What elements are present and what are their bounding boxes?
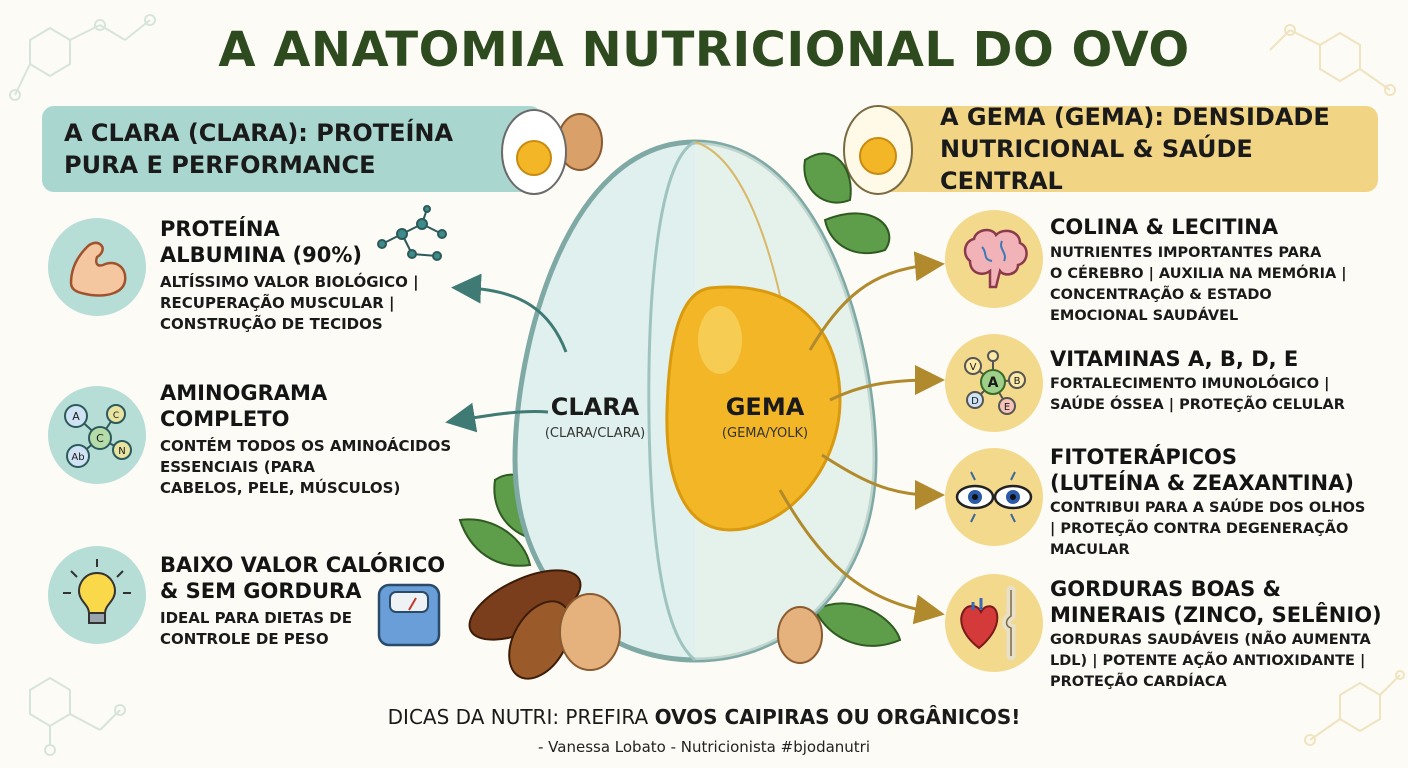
gema-label: GEMA — [725, 393, 805, 421]
vitamin-molecule-icon: V A B D E — [945, 334, 1043, 432]
molecule-decoration-top-right — [1269, 24, 1396, 96]
amino-molecule-icon: A C C Ab N — [48, 386, 146, 484]
author-signature: - Vanessa Lobato - Nutricionista #bjodan… — [537, 738, 871, 756]
molecule-decoration-top-left — [9, 14, 156, 101]
svg-text:B: B — [1014, 376, 1021, 387]
molecule-decoration-bottom-right — [1304, 670, 1405, 746]
feature-title-calorico: BAIXO VALOR CALÓRICO & SEM GORDURA — [160, 553, 446, 603]
feature-desc-fitoterapicos: CONTRIBUI PARA A SAÚDE DOS OLHOS | PROTE… — [1050, 500, 1366, 558]
svg-text:A: A — [988, 375, 999, 391]
svg-text:Ab: Ab — [71, 452, 84, 463]
svg-text:E: E — [1004, 402, 1010, 413]
feature-desc-colina: NUTRIENTES IMPORTANTES PARA O CÉREBRO | … — [1050, 245, 1347, 324]
brain-icon — [945, 210, 1043, 308]
svg-text:N: N — [118, 446, 125, 457]
eyes-icon — [945, 448, 1043, 546]
page-title: A ANATOMIA NUTRICIONAL DO OVO — [218, 22, 1190, 78]
protein-molecule-icon — [377, 205, 447, 261]
clara-label: CLARA — [550, 393, 640, 421]
lightbulb-icon — [48, 546, 146, 644]
halved-egg-icon-left — [501, 109, 603, 195]
molecule-decoration-bottom-left — [29, 676, 126, 756]
arrow-to-aminograma — [445, 402, 549, 433]
arrow-to-colina — [808, 251, 945, 351]
feature-title-vitaminas: VITAMINAS A, B, D, E — [1050, 347, 1299, 371]
arrow-to-vitaminas — [829, 365, 945, 402]
feature-desc-proteina: ALTÍSSIMO VALOR BIOLÓGICO | RECUPERAÇÃO … — [160, 273, 419, 333]
arrow-to-proteina — [451, 273, 568, 353]
clara-sublabel: (CLARA/CLARA) — [544, 426, 646, 441]
feature-title-aminograma: AMINOGRAMA COMPLETO — [160, 381, 328, 431]
feature-title-gorduras: GORDURAS BOAS & MINERAIS (ZINCO, SELÊNIO… — [1050, 577, 1382, 627]
svg-text:D: D — [971, 396, 979, 407]
feature-desc-vitaminas: FORTALECIMENTO IMUNOLÓGICO | SAÚDE ÓSSEA… — [1050, 376, 1345, 413]
clara-banner-line2: PURA E PERFORMANCE — [64, 151, 376, 179]
scale-icon — [377, 583, 441, 647]
svg-text:C: C — [96, 432, 104, 445]
heart-joint-icon — [945, 574, 1043, 672]
gema-banner-line2: NUTRICIONAL & SAÚDE CENTRAL — [940, 135, 1253, 195]
nutri-tip-prefix: DICAS DA NUTRI: PREFIRA — [387, 705, 655, 729]
clara-banner-line1: A CLARA (CLARA): PROTEÍNA — [64, 119, 454, 147]
feature-desc-aminograma: CONTÉM TODOS OS AMINOÁCIDOS ESSENCIAIS (… — [160, 437, 452, 497]
gema-banner-line1: A GEMA (GEMA): DENSIDADE — [940, 103, 1330, 131]
halved-egg-icon-right — [843, 105, 913, 195]
svg-text:A: A — [72, 410, 80, 423]
egg-diagram — [458, 139, 902, 680]
gema-banner: A GEMA (GEMA): DENSIDADE NUTRICIONAL & S… — [870, 103, 1378, 195]
brown-egg-icon — [559, 593, 621, 671]
feature-title-fitoterapicos: FITOTERÁPICOS (LUTEÍNA & ZEAXANTINA) — [1050, 445, 1354, 495]
arrow-to-gorduras — [778, 489, 945, 625]
brown-egg-icon-small — [777, 606, 823, 664]
gema-sublabel: (GEMA/YOLK) — [721, 426, 809, 441]
feature-desc-calorico: IDEAL PARA DIETAS DE CONTROLE DE PESO — [160, 609, 352, 648]
feature-title-proteina: PROTEÍNA ALBUMINA (90%) — [160, 217, 363, 267]
muscle-arm-icon — [48, 218, 146, 316]
feature-title-colina: COLINA & LECITINA — [1050, 215, 1279, 239]
nutri-tip: DICAS DA NUTRI: PREFIRA OVOS CAIPIRAS OU… — [0, 705, 1408, 729]
feature-desc-gorduras: GORDURAS SAUDÁVEIS (NÃO AUMENTA LDL) | P… — [1050, 632, 1371, 690]
arrow-to-fitoterapicos — [821, 453, 945, 510]
svg-text:C: C — [113, 411, 119, 421]
nutri-tip-bold: OVOS CAIPIRAS OU ORGÂNICOS! — [654, 705, 1021, 729]
cacao-pod-icon — [468, 569, 582, 680]
svg-text:V: V — [970, 362, 977, 373]
clara-banner: A CLARA (CLARA): PROTEÍNA PURA E PERFORM… — [42, 106, 542, 192]
